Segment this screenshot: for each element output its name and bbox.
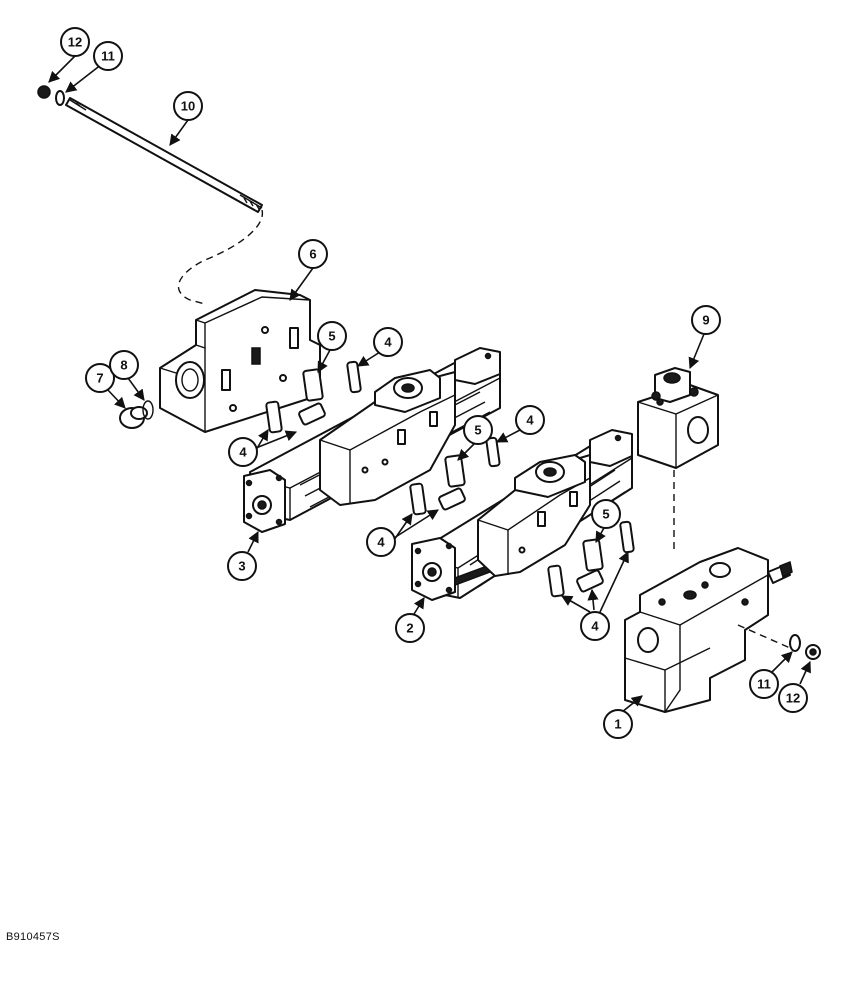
alignment-line [737, 624, 791, 649]
callout-4-center: 4 [366, 509, 439, 557]
callout-label: 8 [120, 358, 127, 373]
callout-label: 12 [786, 691, 800, 706]
callout-1: 1 [603, 695, 643, 739]
callout-12-top: 12 [48, 27, 90, 83]
callout-12-bottom: 12 [778, 660, 811, 713]
upper-seal-set [265, 360, 362, 434]
callout-label: 10 [181, 99, 195, 114]
callout-label: 3 [238, 559, 245, 574]
callout-label: 7 [96, 371, 103, 386]
tie-rod [37, 85, 263, 213]
callout-label: 4 [384, 335, 392, 350]
callout-label: 5 [602, 507, 609, 522]
callout-label: 4 [526, 413, 534, 428]
callout-label: 9 [702, 313, 709, 328]
middle-seal-set [409, 436, 501, 516]
callout-3: 3 [227, 530, 259, 581]
callout-5-upper: 5 [317, 321, 347, 373]
alignment-line [177, 209, 264, 305]
callout-label: 4 [591, 619, 599, 634]
callout-label: 5 [474, 423, 481, 438]
callout-5-lower: 5 [591, 499, 621, 543]
figure-code: B910457S [6, 931, 60, 943]
callout-label: 1 [614, 717, 621, 732]
callout-label: 11 [757, 677, 771, 692]
callout-4-middle: 4 [496, 405, 545, 443]
plug-and-o-ring [119, 400, 154, 429]
end-cover-block [159, 289, 321, 433]
callout-4-lower: 4 [561, 550, 629, 641]
callout-label: 12 [68, 35, 82, 50]
callout-label: 11 [101, 49, 115, 64]
callout-9: 9 [688, 305, 721, 370]
valve-section-upper [243, 347, 501, 533]
valve-section-lower [411, 429, 633, 601]
callout-label: 4 [239, 445, 247, 460]
callout-label: 5 [328, 329, 335, 344]
callout-4-left: 4 [228, 429, 298, 467]
lower-seal-set [547, 520, 635, 598]
callout-label: 6 [309, 247, 316, 262]
inlet-section [624, 547, 793, 713]
callout-label: 2 [406, 621, 413, 636]
callout-7: 7 [85, 363, 126, 409]
callout-5-middle: 5 [457, 415, 493, 461]
callout-2: 2 [395, 597, 425, 643]
callout-6: 6 [289, 239, 328, 301]
nut-and-washer-lower [789, 634, 821, 660]
callout-8: 8 [109, 350, 145, 401]
callout-10: 10 [169, 91, 203, 146]
callout-label: 4 [377, 535, 385, 550]
relief-valve-block [637, 367, 719, 469]
callout-11-top: 11 [65, 41, 123, 93]
callout-4-upper: 4 [357, 327, 403, 367]
callout-11-bottom: 11 [749, 651, 793, 699]
